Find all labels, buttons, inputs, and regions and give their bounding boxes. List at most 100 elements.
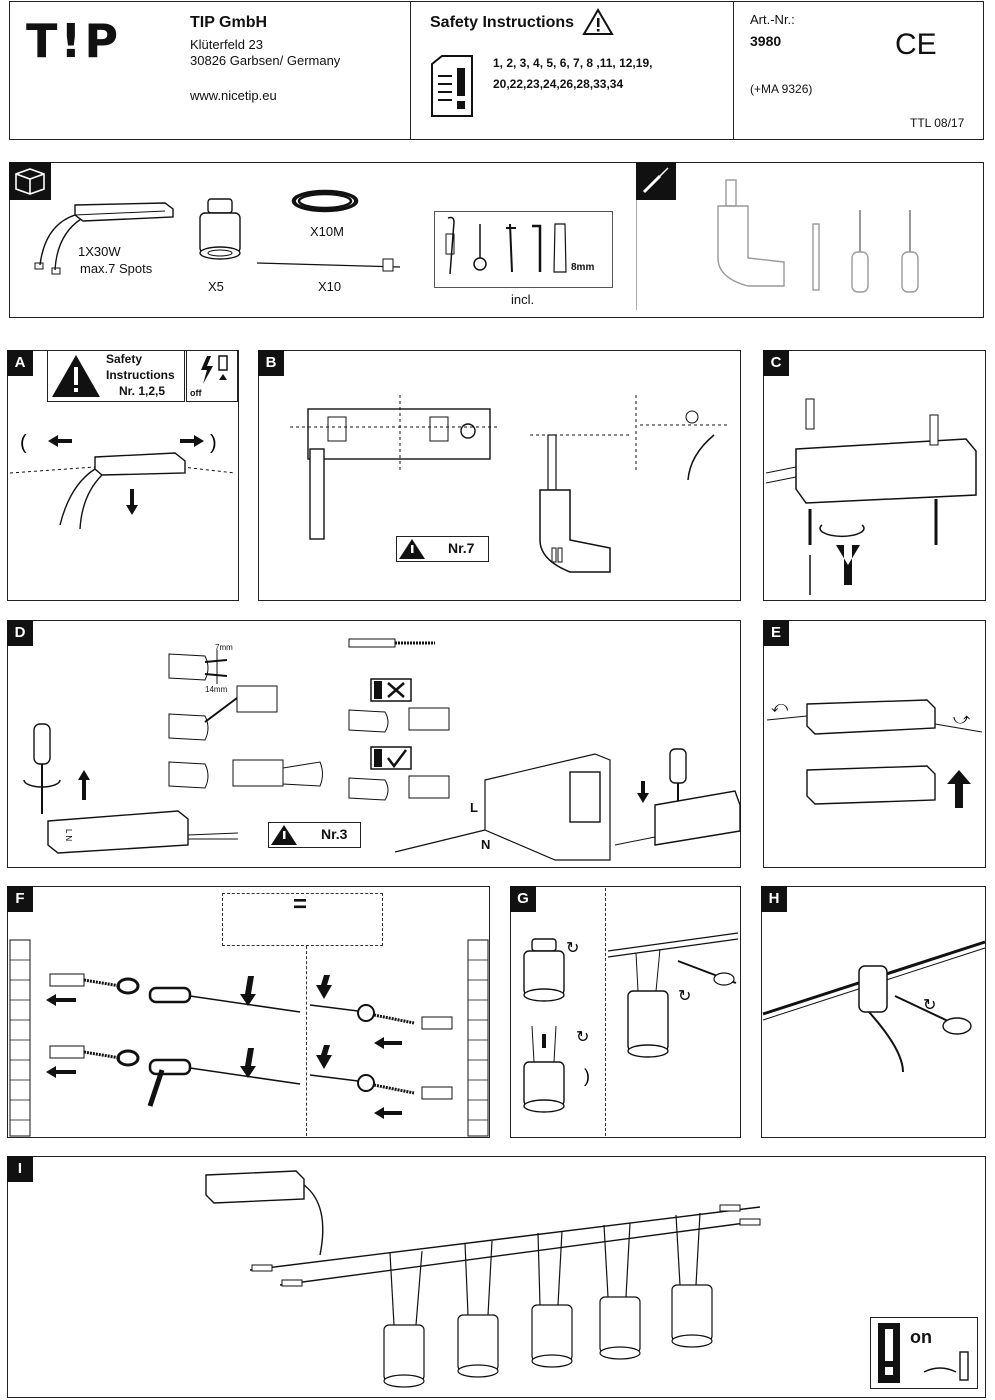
- power-on-label: on: [910, 1327, 932, 1347]
- spacing-box: [222, 893, 383, 946]
- cable-coil-illustration: [291, 189, 359, 213]
- warning-triangle-icon: [399, 539, 425, 559]
- section-b-safety-ref: Nr.7: [448, 540, 475, 556]
- section-b-label: B: [258, 350, 284, 376]
- section-b: [258, 350, 741, 601]
- svg-text:↻: ↻: [566, 940, 579, 957]
- equal-spacing-sign: =: [293, 891, 308, 918]
- safety-numbers-line2: 20,22,23,24,26,28,33,34: [493, 77, 624, 91]
- power-off-box: [186, 350, 238, 402]
- wall-left: [9, 939, 31, 1137]
- section-d-wire-strip: [168, 650, 323, 789]
- svg-text:(: (: [20, 432, 27, 454]
- screwdriver-cross-illustration: [901, 210, 919, 293]
- company-website: www.nicetip.eu: [190, 88, 277, 103]
- section-a-transformer: (): [9, 432, 236, 530]
- svg-text:L N: L N: [64, 829, 73, 841]
- cable-quantity: X10M: [310, 224, 344, 239]
- section-d-clamp: [614, 748, 741, 846]
- section-e-transformer: ⤺⤻: [766, 699, 983, 808]
- article-extra: (+MA 9326): [750, 82, 813, 96]
- safety-numbers-line1: 1, 2, 3, 4, 5, 6, 7, 8 ,11, 12,19,: [493, 56, 653, 70]
- neutral-wire-label: N: [481, 837, 491, 852]
- warning-triangle-icon: [271, 825, 297, 845]
- section-g-spot-bottom: ↻): [523, 1025, 590, 1113]
- section-b-mounting-plate: [290, 395, 500, 540]
- section-d-safety-ref: Nr.3: [321, 826, 348, 842]
- section-a-safety-ref: Nr. 1,2,5: [119, 384, 166, 398]
- article-number: 3980: [750, 33, 782, 49]
- section-h-holder: ↻: [762, 940, 986, 1073]
- document-warning-icon: [431, 55, 473, 117]
- section-a-safety-line1: Safety: [106, 352, 143, 366]
- section-f-label: F: [7, 886, 33, 912]
- transformer-quantity: 1X30W: [78, 244, 121, 259]
- section-f-tensioner-right: [309, 975, 453, 1119]
- strip-length-7: 7mm: [215, 643, 233, 652]
- hardware-illustration: [445, 216, 567, 275]
- drill-tool-illustration: [717, 179, 785, 287]
- wire-holder-illustration: [256, 258, 401, 272]
- svg-text:): ): [584, 1066, 590, 1086]
- article-label: Art.-Nr.:: [750, 12, 795, 27]
- safety-title: Safety Instructions: [430, 14, 575, 31]
- section-i-installation: [205, 1170, 761, 1388]
- svg-text:↻: ↻: [678, 988, 691, 1005]
- section-h-label: H: [761, 886, 787, 912]
- wall-right: [467, 939, 489, 1137]
- section-a-label: A: [7, 350, 33, 376]
- transformer-illustration: [34, 202, 174, 275]
- spot-illustration: [199, 198, 241, 260]
- hardware-box: [434, 211, 613, 288]
- section-e: [763, 620, 986, 868]
- section-c-label: C: [763, 350, 789, 376]
- power-off-label: off: [190, 388, 202, 398]
- section-d-terminal-block: [394, 753, 611, 861]
- section-g-hanging-spot: ↻: [607, 932, 739, 1058]
- strip-length-14: 14mm: [205, 685, 228, 694]
- package-icon: [15, 168, 45, 195]
- holder-quantity: X10: [318, 279, 342, 294]
- warning-triangle-icon: [582, 8, 614, 35]
- section-c-transformer-mount: [765, 398, 977, 595]
- section-f-divider: [306, 946, 307, 1136]
- switch-hand-icon: [923, 1351, 969, 1381]
- spot-quantity: X5: [208, 279, 224, 294]
- company-street: Klüterfeld 23: [190, 37, 263, 52]
- transformer-spots: max.7 Spots: [80, 261, 153, 276]
- exclamation-icon: [878, 1323, 900, 1383]
- svg-text:↻: ↻: [576, 1029, 589, 1046]
- section-d-wire-tip: [348, 638, 435, 648]
- company-city: 30826 Garbsen/ Germany: [190, 53, 341, 68]
- company-name: TIP GmbH: [190, 14, 268, 31]
- section-d-screwdriver: [23, 723, 90, 814]
- section-d-connections: [348, 707, 450, 801]
- section-b-drill: [530, 434, 630, 573]
- section-g-spot-top: ↻: [523, 938, 579, 1002]
- svg-text:↻: ↻: [923, 997, 936, 1014]
- live-wire-label: L: [470, 800, 478, 815]
- section-i-label: I: [7, 1156, 33, 1182]
- lightning-icon: [201, 355, 228, 384]
- section-g-divider: [605, 888, 606, 1136]
- svg-text:⤺: ⤺: [771, 699, 788, 716]
- brand-logo: T!P: [26, 14, 122, 68]
- hardware-note: incl.: [511, 292, 535, 307]
- section-f-tensioner-left: [46, 973, 301, 1107]
- section-e-label: E: [763, 620, 789, 646]
- ce-mark: CE: [895, 28, 937, 61]
- warning-triangle-icon: [52, 355, 100, 397]
- section-a-safety-line2: Instructions: [106, 368, 175, 382]
- svg-text:⤻: ⤻: [953, 711, 970, 728]
- section-g-label: G: [510, 886, 536, 912]
- section-d-label: D: [7, 620, 33, 646]
- section-b-dowel: [635, 395, 730, 481]
- header-frame: [9, 1, 984, 140]
- wrong-connection-icon: [370, 678, 412, 702]
- document-code: TTL 08/17: [910, 116, 965, 130]
- drill-bit-illustration: [812, 223, 820, 291]
- right-connection-icon: [370, 746, 412, 770]
- screwdriver-icon: [642, 167, 669, 194]
- section-d-transformer: L N: [47, 810, 239, 854]
- drill-size: 8mm: [571, 262, 595, 273]
